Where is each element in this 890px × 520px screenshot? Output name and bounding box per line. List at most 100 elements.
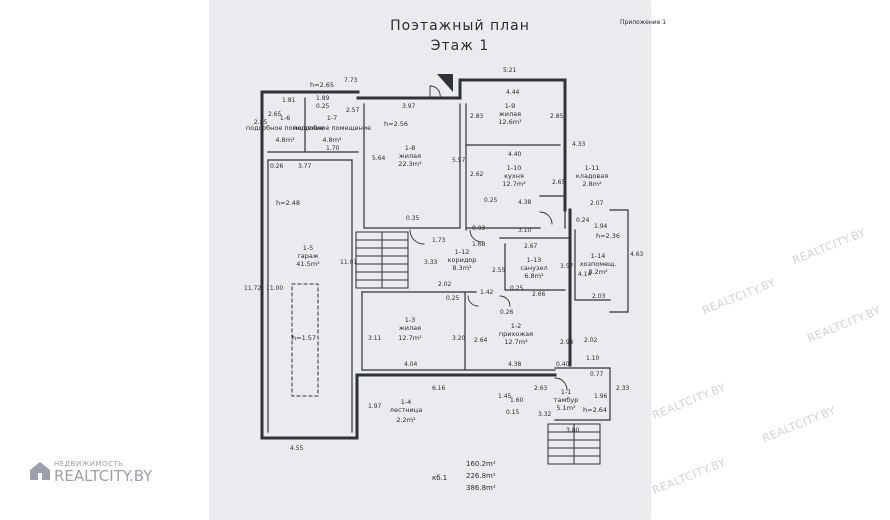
dimension: 3.57 xyxy=(560,263,574,270)
room-area: 12.7m² xyxy=(504,338,528,346)
room-name: жилая xyxy=(399,324,421,332)
dimension: 0.24 xyxy=(576,217,590,224)
wall-entry-right xyxy=(609,209,629,313)
room-name: хозпомещ. xyxy=(580,260,617,268)
room-name: кухня xyxy=(504,172,524,180)
door-arc xyxy=(409,229,425,245)
door-arc xyxy=(539,211,553,225)
door-arc xyxy=(429,85,441,99)
door-arc xyxy=(499,295,511,307)
dimension: 4.14 xyxy=(578,271,592,278)
room-area: 2.2m² xyxy=(396,416,416,424)
totals-value: 160.2m² xyxy=(466,460,496,468)
plan-title: Поэтажный план xyxy=(390,18,530,34)
room-name: жилая xyxy=(499,110,521,118)
room-area: 2.8m² xyxy=(582,180,602,188)
dimension: 4.55 xyxy=(290,445,304,452)
staircase xyxy=(355,231,409,289)
dimension: 7.73 xyxy=(344,77,358,84)
dimension: 2.65 xyxy=(268,111,282,118)
room-id: 1-4 xyxy=(401,398,412,406)
room-area: 4.8m² xyxy=(322,136,342,144)
room-id: 1-8 xyxy=(405,144,416,152)
dimension: 11.00 xyxy=(266,285,283,292)
room-area: 41.5m² xyxy=(296,260,320,268)
appendix-label: Приложение 1 xyxy=(620,19,666,26)
height-label: h=1.57 xyxy=(292,334,316,342)
dimension: 0.40 xyxy=(556,361,570,368)
room-name: коридор xyxy=(448,256,477,264)
room-area: 6.8m² xyxy=(524,272,544,280)
room-area: 22.3m² xyxy=(398,160,422,168)
entry-steps xyxy=(547,423,601,465)
room-name: подсобное помещение xyxy=(293,124,371,132)
room-name: санузел xyxy=(520,264,547,272)
dimension: 5.64 xyxy=(372,155,386,162)
dimension: 3.20 xyxy=(452,335,466,342)
wall-pantry xyxy=(539,195,566,229)
room-area: 12.7m² xyxy=(398,334,422,342)
room-id: 1-14 xyxy=(591,252,606,260)
height-label: h=2.56 xyxy=(384,120,408,128)
dimension: 1.42 xyxy=(480,289,494,296)
totals-label: кб.1 xyxy=(432,474,447,482)
room-name: тамбур xyxy=(554,396,579,404)
dimension: 2.03 xyxy=(592,293,606,300)
door-arc xyxy=(554,377,568,391)
wall-outer-north-mid xyxy=(356,78,567,100)
dimension: 2.63 xyxy=(534,385,548,392)
floor-label: Этаж 1 xyxy=(431,38,489,54)
dimension: 6.16 xyxy=(432,385,446,392)
room-area: 8.3m² xyxy=(452,264,472,272)
totals-value: 386.8m² xyxy=(466,484,496,492)
room-area: 4.8m² xyxy=(275,136,295,144)
dimension: 1.94 xyxy=(594,223,608,230)
dimension: 2.65 xyxy=(552,179,566,186)
dimension: 0.25 xyxy=(510,285,524,292)
dimension: 1.73 xyxy=(432,237,446,244)
dimension: 2.02 xyxy=(438,281,452,288)
dimension: 3.80 xyxy=(566,427,580,434)
room-area: 8.2m² xyxy=(588,268,608,276)
dimension: 1.96 xyxy=(594,393,608,400)
room-name: лестница xyxy=(390,406,422,414)
dimension: 2.55 xyxy=(492,267,506,274)
totals-value: 226.8m² xyxy=(466,472,496,480)
room-id: 1-13 xyxy=(527,256,542,264)
room-id: 1-6 xyxy=(280,114,291,122)
dimension: 1.89 xyxy=(316,95,330,102)
dimension: 2.02 xyxy=(584,337,598,344)
room-name: кладовая xyxy=(576,172,608,180)
room-name: прихожая xyxy=(499,330,533,338)
dimension: 3.10 xyxy=(518,227,532,234)
room-id: 1-3 xyxy=(405,316,416,324)
dimension: 3.32 xyxy=(538,411,552,418)
room-area: 12.7m² xyxy=(502,180,526,188)
dimension: 4.44 xyxy=(506,89,520,96)
dimension: 4.63 xyxy=(630,251,644,258)
room-name: подсобное помещение xyxy=(246,124,324,132)
wall-room18 xyxy=(363,103,461,229)
height-label: h=2.65 xyxy=(310,81,334,89)
wall-vestibule xyxy=(554,367,611,421)
dimension: 4.38 xyxy=(518,199,532,206)
room-id: 1-7 xyxy=(327,114,338,122)
height-label: h=2.36 xyxy=(596,232,620,240)
room-id: 1-2 xyxy=(511,322,522,330)
dimension: 3.33 xyxy=(424,259,438,266)
dimension: 2.83 xyxy=(470,113,484,120)
dimension: 3.77 xyxy=(298,163,312,170)
dimension: 2.85 xyxy=(254,119,268,126)
dimension: 2.07 xyxy=(590,200,604,207)
dimension: 0.35 xyxy=(406,215,420,222)
dimension: 11.01 xyxy=(340,259,357,266)
dimension: 0.25 xyxy=(446,295,460,302)
dimension: 0.15 xyxy=(506,409,520,416)
dimension: 4.38 xyxy=(508,361,522,368)
room-id: 1-9 xyxy=(505,102,516,110)
dimension: 0.26 xyxy=(270,163,284,170)
door-arc xyxy=(469,229,483,243)
height-label: h=2.48 xyxy=(276,199,300,207)
dimension: 11.72 xyxy=(244,285,261,292)
dimension: 0.26 xyxy=(500,309,514,316)
